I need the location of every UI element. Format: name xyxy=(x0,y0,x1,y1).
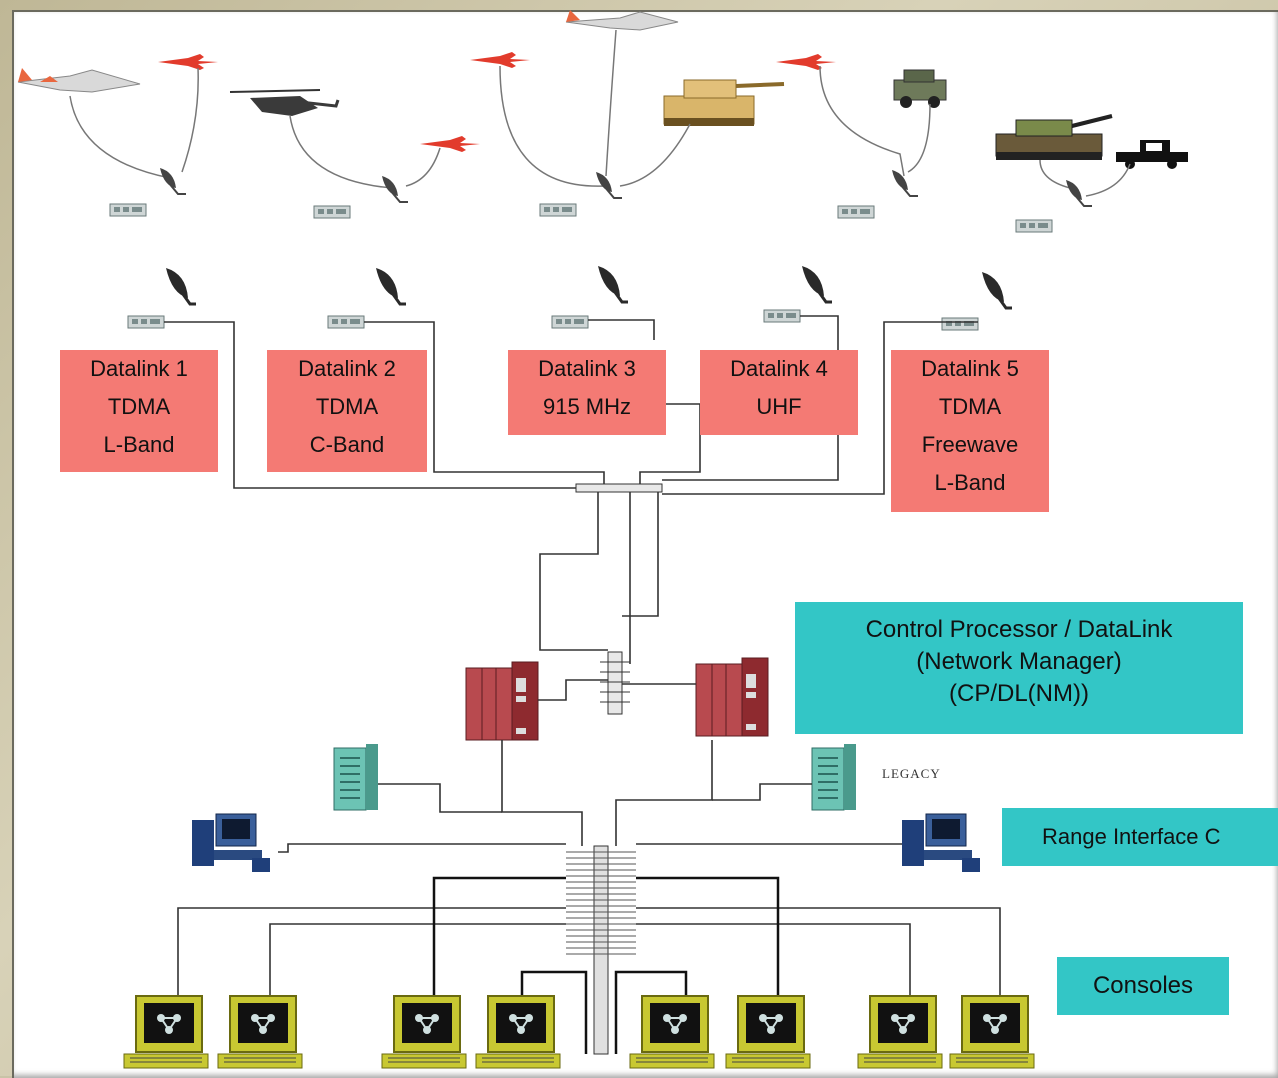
dish-icon xyxy=(891,169,919,197)
cpdl-abbrev: (CP/DL(NM)) xyxy=(949,680,1089,707)
datalink-5-protocol: TDMA xyxy=(938,394,1002,419)
processor-links xyxy=(538,679,696,701)
modem-icon xyxy=(1015,219,1053,233)
control-processor-icon xyxy=(465,661,539,741)
dish-icon xyxy=(595,171,623,199)
lan-switch-ports xyxy=(566,851,636,955)
range-interface-workstation-icon xyxy=(901,813,981,873)
lan-cables xyxy=(177,740,1001,996)
range-workstation-icon xyxy=(191,813,271,873)
modem-icon xyxy=(109,203,147,217)
console-trunks xyxy=(432,876,780,1054)
helicopter-icon xyxy=(229,89,340,116)
control-processor-icon xyxy=(695,657,769,737)
radio-modem-icon xyxy=(327,315,365,329)
ground-antenna-icon xyxy=(800,264,834,304)
ground-antenna-icon xyxy=(980,270,1014,310)
console-icon xyxy=(725,995,811,1069)
dish-icon xyxy=(381,175,409,203)
modem-icon xyxy=(313,205,351,219)
radio-modem-icon xyxy=(127,315,165,329)
datalink-4-name: Datalink 4 xyxy=(730,356,828,381)
datalink-hub-icon xyxy=(575,483,663,493)
modem-icon xyxy=(539,203,577,217)
legacy-server-icon xyxy=(811,743,857,811)
console-icon xyxy=(217,995,303,1069)
cp-switch-icon xyxy=(607,651,623,715)
dish-icon xyxy=(1065,179,1093,207)
tank-icon xyxy=(663,79,785,126)
air-links xyxy=(69,29,1131,197)
drone-icon xyxy=(420,136,480,152)
pickup-truck-icon xyxy=(1116,140,1188,169)
consoles-label: Consoles xyxy=(1092,972,1194,999)
datalink-4-band: UHF xyxy=(756,394,802,419)
radio-modem-icon xyxy=(763,309,801,323)
datalink-3-frequency: 915 MHz xyxy=(542,394,632,419)
ground-antenna-icon xyxy=(596,264,630,304)
datalink-1-name: Datalink 1 xyxy=(90,356,188,381)
datalink-5-radio: Freewave xyxy=(921,432,1019,457)
radio-modem-icon xyxy=(941,317,979,331)
ground-antenna-icon xyxy=(374,266,408,306)
cpdl-title: Control Processor / DataLink xyxy=(865,616,1173,643)
datalink-3-box: Datalink 3 915 MHz xyxy=(508,350,666,435)
consoles-box: Consoles xyxy=(1057,957,1229,1015)
cpdl-box: Control Processor / DataLink (Network Ma… xyxy=(795,602,1243,734)
drone-icon xyxy=(776,54,836,70)
datalink-2-band: C-Band xyxy=(309,432,385,457)
console-icon xyxy=(381,995,467,1069)
lan-switch-icon xyxy=(593,845,609,1055)
diagram-canvas xyxy=(12,10,1278,1078)
datalink-3-name: Datalink 3 xyxy=(538,356,636,381)
datalink-2-protocol: TDMA xyxy=(315,394,379,419)
hub-uplinks xyxy=(539,492,659,664)
drone-icon xyxy=(158,54,218,70)
modem-icon xyxy=(837,205,875,219)
console-icon xyxy=(475,995,561,1069)
datalink-1-protocol: TDMA xyxy=(107,394,171,419)
aircraft-icon xyxy=(17,68,141,93)
humvee-icon xyxy=(893,69,947,108)
datalink-5-name: Datalink 5 xyxy=(921,356,1019,381)
datalink-2-box: Datalink 2 TDMA C-Band xyxy=(267,350,427,472)
drone-icon xyxy=(470,52,530,68)
datalink-cables xyxy=(164,315,978,495)
legacy-label: LEGACY xyxy=(882,766,941,781)
console-icon xyxy=(629,995,715,1069)
datalink-1-band: L-Band xyxy=(103,432,175,457)
aircraft-icon xyxy=(565,10,679,31)
legacy-server-icon xyxy=(333,743,379,811)
radio-modem-icon xyxy=(551,315,589,329)
console-icon xyxy=(949,995,1035,1069)
ground-antenna-icon xyxy=(164,266,198,306)
cpdl-subtitle: (Network Manager) xyxy=(916,648,1122,675)
camo-tank-icon xyxy=(995,114,1113,160)
datalink-5-band: L-Band xyxy=(934,470,1006,495)
range-interface-box: Range Interface C xyxy=(1002,808,1278,866)
datalink-5-box: Datalink 5 TDMA Freewave L-Band xyxy=(891,350,1049,512)
range-interface-label: Range Interface C xyxy=(1042,824,1221,849)
datalink-4-box: Datalink 4 UHF xyxy=(700,350,858,435)
datalink-1-box: Datalink 1 TDMA L-Band xyxy=(60,350,218,472)
console-icon xyxy=(123,995,209,1069)
datalink-2-name: Datalink 2 xyxy=(298,356,396,381)
console-icon xyxy=(857,995,943,1069)
